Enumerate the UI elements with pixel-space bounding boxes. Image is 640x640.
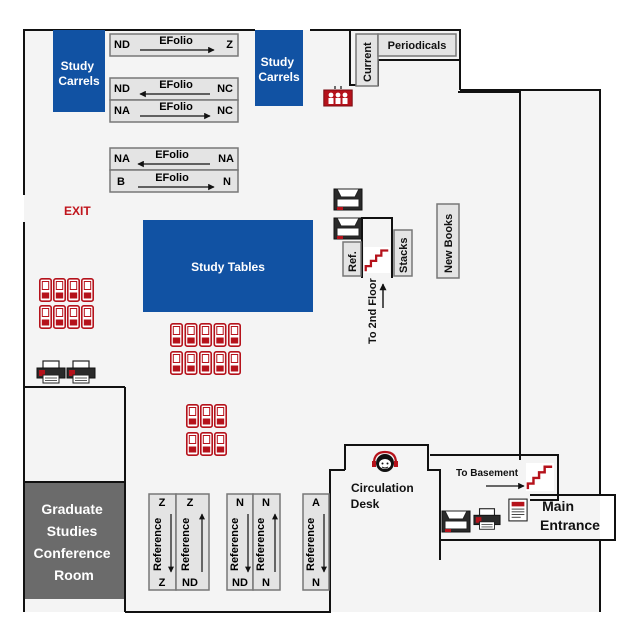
computer-icon bbox=[81, 305, 94, 329]
ref-label: Ref. bbox=[347, 251, 359, 272]
computer-icon bbox=[53, 278, 66, 302]
study-carrels-left bbox=[53, 30, 105, 112]
reference-bottom: ND bbox=[232, 577, 248, 589]
efolio-left: ND bbox=[114, 83, 130, 95]
computer-icon bbox=[214, 432, 227, 456]
reference-top: A bbox=[312, 497, 320, 509]
computer-icon bbox=[170, 351, 183, 375]
efolio-shelf: ND NC EFolio bbox=[109, 77, 239, 101]
copier-icon bbox=[333, 217, 363, 240]
reference-label: Reference bbox=[180, 518, 192, 571]
computer-icon bbox=[228, 351, 241, 375]
computer-icon bbox=[214, 404, 227, 428]
reference-label: Reference bbox=[305, 518, 317, 571]
efolio-left: NA bbox=[114, 153, 130, 165]
fax-icon bbox=[508, 498, 528, 522]
efolio-label: EFolio bbox=[159, 79, 193, 91]
efolio-right: Z bbox=[226, 39, 233, 51]
reference-bottom: ND bbox=[182, 577, 198, 589]
computer-icon bbox=[200, 404, 213, 428]
circulation-desk-label: Circulation Desk bbox=[351, 481, 417, 511]
reference-label: Reference bbox=[229, 518, 241, 571]
efolio-label: EFolio bbox=[159, 35, 193, 47]
reference-shelf: Z ND Reference bbox=[175, 493, 210, 591]
computer-icon bbox=[81, 278, 94, 302]
conference-room bbox=[25, 483, 124, 599]
computer-icon bbox=[213, 323, 227, 347]
periodicals-label: Periodicals bbox=[388, 40, 447, 52]
computer-icon bbox=[186, 404, 199, 428]
computer-icon bbox=[199, 323, 212, 347]
study-tables bbox=[143, 220, 313, 312]
reference-shelves: Z Z Reference Z ND Reference N ND Refere… bbox=[148, 493, 330, 591]
reference-top: N bbox=[262, 497, 270, 509]
reference-shelf: N ND Reference bbox=[226, 493, 254, 591]
efolio-right: N bbox=[223, 176, 231, 188]
computer-icon bbox=[39, 305, 52, 329]
efolio-shelf: ND Z EFolio bbox=[109, 33, 239, 57]
exit-label: EXIT bbox=[64, 204, 91, 218]
reference-bottom: N bbox=[262, 577, 270, 589]
efolio-right: NA bbox=[218, 153, 234, 165]
reference-top: Z bbox=[187, 497, 194, 509]
computer-icon bbox=[184, 323, 198, 347]
periodicals-shelf bbox=[377, 33, 457, 57]
copier-icon bbox=[333, 188, 363, 211]
computer-icon bbox=[199, 351, 212, 375]
computer-icon bbox=[228, 323, 241, 347]
current-label: Current bbox=[362, 42, 374, 82]
reference-bottom: Z bbox=[159, 577, 166, 589]
new-books-shelf bbox=[436, 203, 460, 279]
efolio-label: EFolio bbox=[159, 101, 193, 113]
study-carrels-left-label: Study Carrels bbox=[58, 59, 100, 88]
stacks-shelf bbox=[393, 229, 413, 277]
efolio-left: ND bbox=[114, 39, 130, 51]
stairs-icon bbox=[526, 462, 554, 492]
stacks-label: Stacks bbox=[398, 238, 410, 273]
study-carrels-right bbox=[255, 30, 303, 106]
walls bbox=[23, 29, 616, 613]
study-tables-label: Study Tables bbox=[191, 260, 265, 274]
efolio-shelf: NA NA EFolio bbox=[109, 147, 239, 171]
stair-wall bbox=[361, 217, 393, 278]
conference-room-label: Graduate Studies Conference Room bbox=[34, 501, 115, 583]
efolio-right: NC bbox=[217, 105, 233, 117]
computer-icon bbox=[186, 432, 199, 456]
efolio-left: NA bbox=[114, 105, 130, 117]
reference-bottom: N bbox=[312, 577, 320, 589]
computer-icon bbox=[39, 278, 52, 302]
to-basement-label: To Basement bbox=[456, 468, 519, 479]
reference-shelf: A N Reference bbox=[302, 493, 330, 591]
computer-icon bbox=[184, 351, 198, 375]
to-2nd-floor-label: To 2nd Floor bbox=[367, 277, 379, 344]
efolio-right: NC bbox=[217, 83, 233, 95]
reference-top: Z bbox=[159, 497, 166, 509]
copier-icon bbox=[441, 510, 471, 533]
computer-icon bbox=[67, 305, 80, 329]
ref-shelf bbox=[342, 241, 362, 277]
computer-icon bbox=[200, 432, 213, 456]
reference-label: Reference bbox=[255, 518, 267, 571]
main-entrance-label: Main Entrance bbox=[540, 498, 600, 533]
study-carrels-right-label: Study Carrels bbox=[258, 55, 300, 84]
computer-icon bbox=[67, 278, 80, 302]
computer-icon bbox=[53, 305, 66, 329]
reference-shelf: Z Z Reference bbox=[148, 493, 177, 591]
reference-top: N bbox=[236, 497, 244, 509]
efolio-left: B bbox=[117, 176, 125, 188]
current-periodicals-shelf bbox=[355, 33, 379, 87]
stairs-icon bbox=[364, 246, 390, 274]
reference-shelf: N N Reference bbox=[252, 493, 281, 591]
computer-icon bbox=[170, 323, 183, 347]
efolio-label: EFolio bbox=[155, 149, 189, 161]
efolio-label: EFolio bbox=[155, 172, 189, 184]
efolio-shelves: ND Z EFolio ND NC EFolio NA NC EFolio NA… bbox=[109, 33, 239, 193]
computer-icon bbox=[213, 351, 227, 375]
reference-label: Reference bbox=[152, 518, 164, 571]
efolio-shelf: B N EFolio bbox=[109, 169, 239, 193]
new-books-label: New Books bbox=[443, 214, 455, 273]
efolio-shelf: NA NC EFolio bbox=[109, 99, 239, 123]
